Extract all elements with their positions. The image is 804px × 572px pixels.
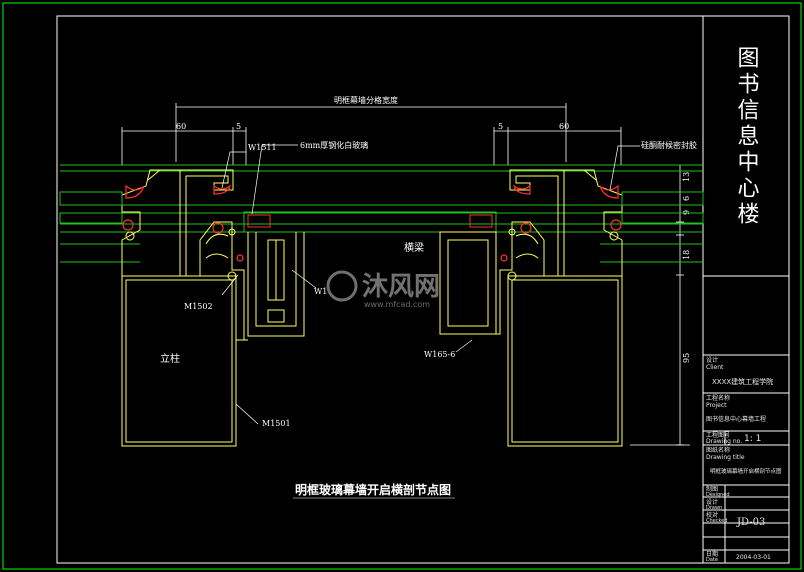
draw-caption: 制图 [706,485,718,493]
glass-panes [60,164,703,263]
label-w1: W1 [314,287,327,296]
label-w1511: W1511 [248,143,277,152]
label-sealant: 硅酮耐候密封胶 [641,140,697,150]
watermark-text: 沐风网 [362,272,440,302]
leader-lines [221,144,640,425]
callout-labels: 明框幕墙分格宽度 6mm厚钢化白玻璃 硅酮耐候密封胶 W1511 M1502 W… [160,95,697,428]
dim-left-60: 60 [176,122,186,131]
scale-value: 1: 1 [744,434,761,444]
project-caption: 工程名称 [706,394,730,402]
draw-sub: Designed [706,492,730,498]
dim-v-18: 18 [682,250,691,260]
right-glass-clamp [621,191,704,224]
dim-left-5: 5 [236,122,241,131]
label-glass: 6mm厚钢化白玻璃 [300,140,368,150]
project-sub: Project [706,402,727,409]
dimension-texts: 60 5 5 60 13 6 9 18 95 [176,122,691,363]
designer-value: XXXX建筑工程学院 [712,377,773,386]
left-gaskets [122,184,244,262]
date-caption: 日期 [706,550,718,558]
designer-sub: Client [706,364,724,371]
dim-v-6: 6 [682,196,691,201]
right-gaskets [500,184,622,262]
title-block: 图书信息中心楼 设计 Client XXXX建筑工程学院 工程名称 Projec… [702,16,789,563]
right-mullion-profile [439,169,623,447]
date-sub: Date [706,557,718,563]
drawing-caption: 明框玻璃幕墙开启横剖节点图 [295,482,451,497]
dim-v-9: 9 [682,210,691,215]
dim-right-5: 5 [498,122,503,131]
label-mullion: 立柱 [160,352,180,365]
label-m1502: M1502 [184,302,213,311]
label-m1501: M1501 [262,419,291,428]
drawing-title-sub: Drawing title [706,454,745,461]
project-title: 图书信息中心楼 [734,46,760,228]
transom-profile [236,211,497,341]
inner-frame [56,15,790,564]
watermark-logo-icon [326,270,358,302]
design-sub: Drawn [706,505,722,511]
dim-v-13: 13 [682,172,691,182]
date-value: 2004-03-01 [736,554,771,561]
project-value: 图书信息中心幕墙工程 [706,415,766,423]
drawing-no-caption: 工程图号 [706,431,730,439]
designer-caption: 设计 [706,356,718,364]
label-transom: 横梁 [404,241,424,254]
watermark-url: www.mfcad.com [364,300,430,309]
check-caption: 校对 [706,511,718,519]
dim-right-60: 60 [559,122,569,131]
drawing-no-sub: Drawing no. [706,438,742,445]
label-span: 明框幕墙分格宽度 [334,95,398,105]
watermark: 沐风网 www.mfcad.com [326,270,440,309]
dim-v-95: 95 [682,353,691,363]
design-caption: 设计 [706,498,718,506]
sheet-number: JD-03 [736,517,765,528]
label-w165: W165-6 [424,350,455,359]
left-glass-clamp [59,191,123,224]
left-mullion-profile [121,169,245,447]
drawing-title-caption: 图纸名称 [706,446,730,454]
check-sub: Checked [706,518,727,524]
drawing-title-value: 明框玻璃幕墙开启横剖节点图 [710,467,782,475]
